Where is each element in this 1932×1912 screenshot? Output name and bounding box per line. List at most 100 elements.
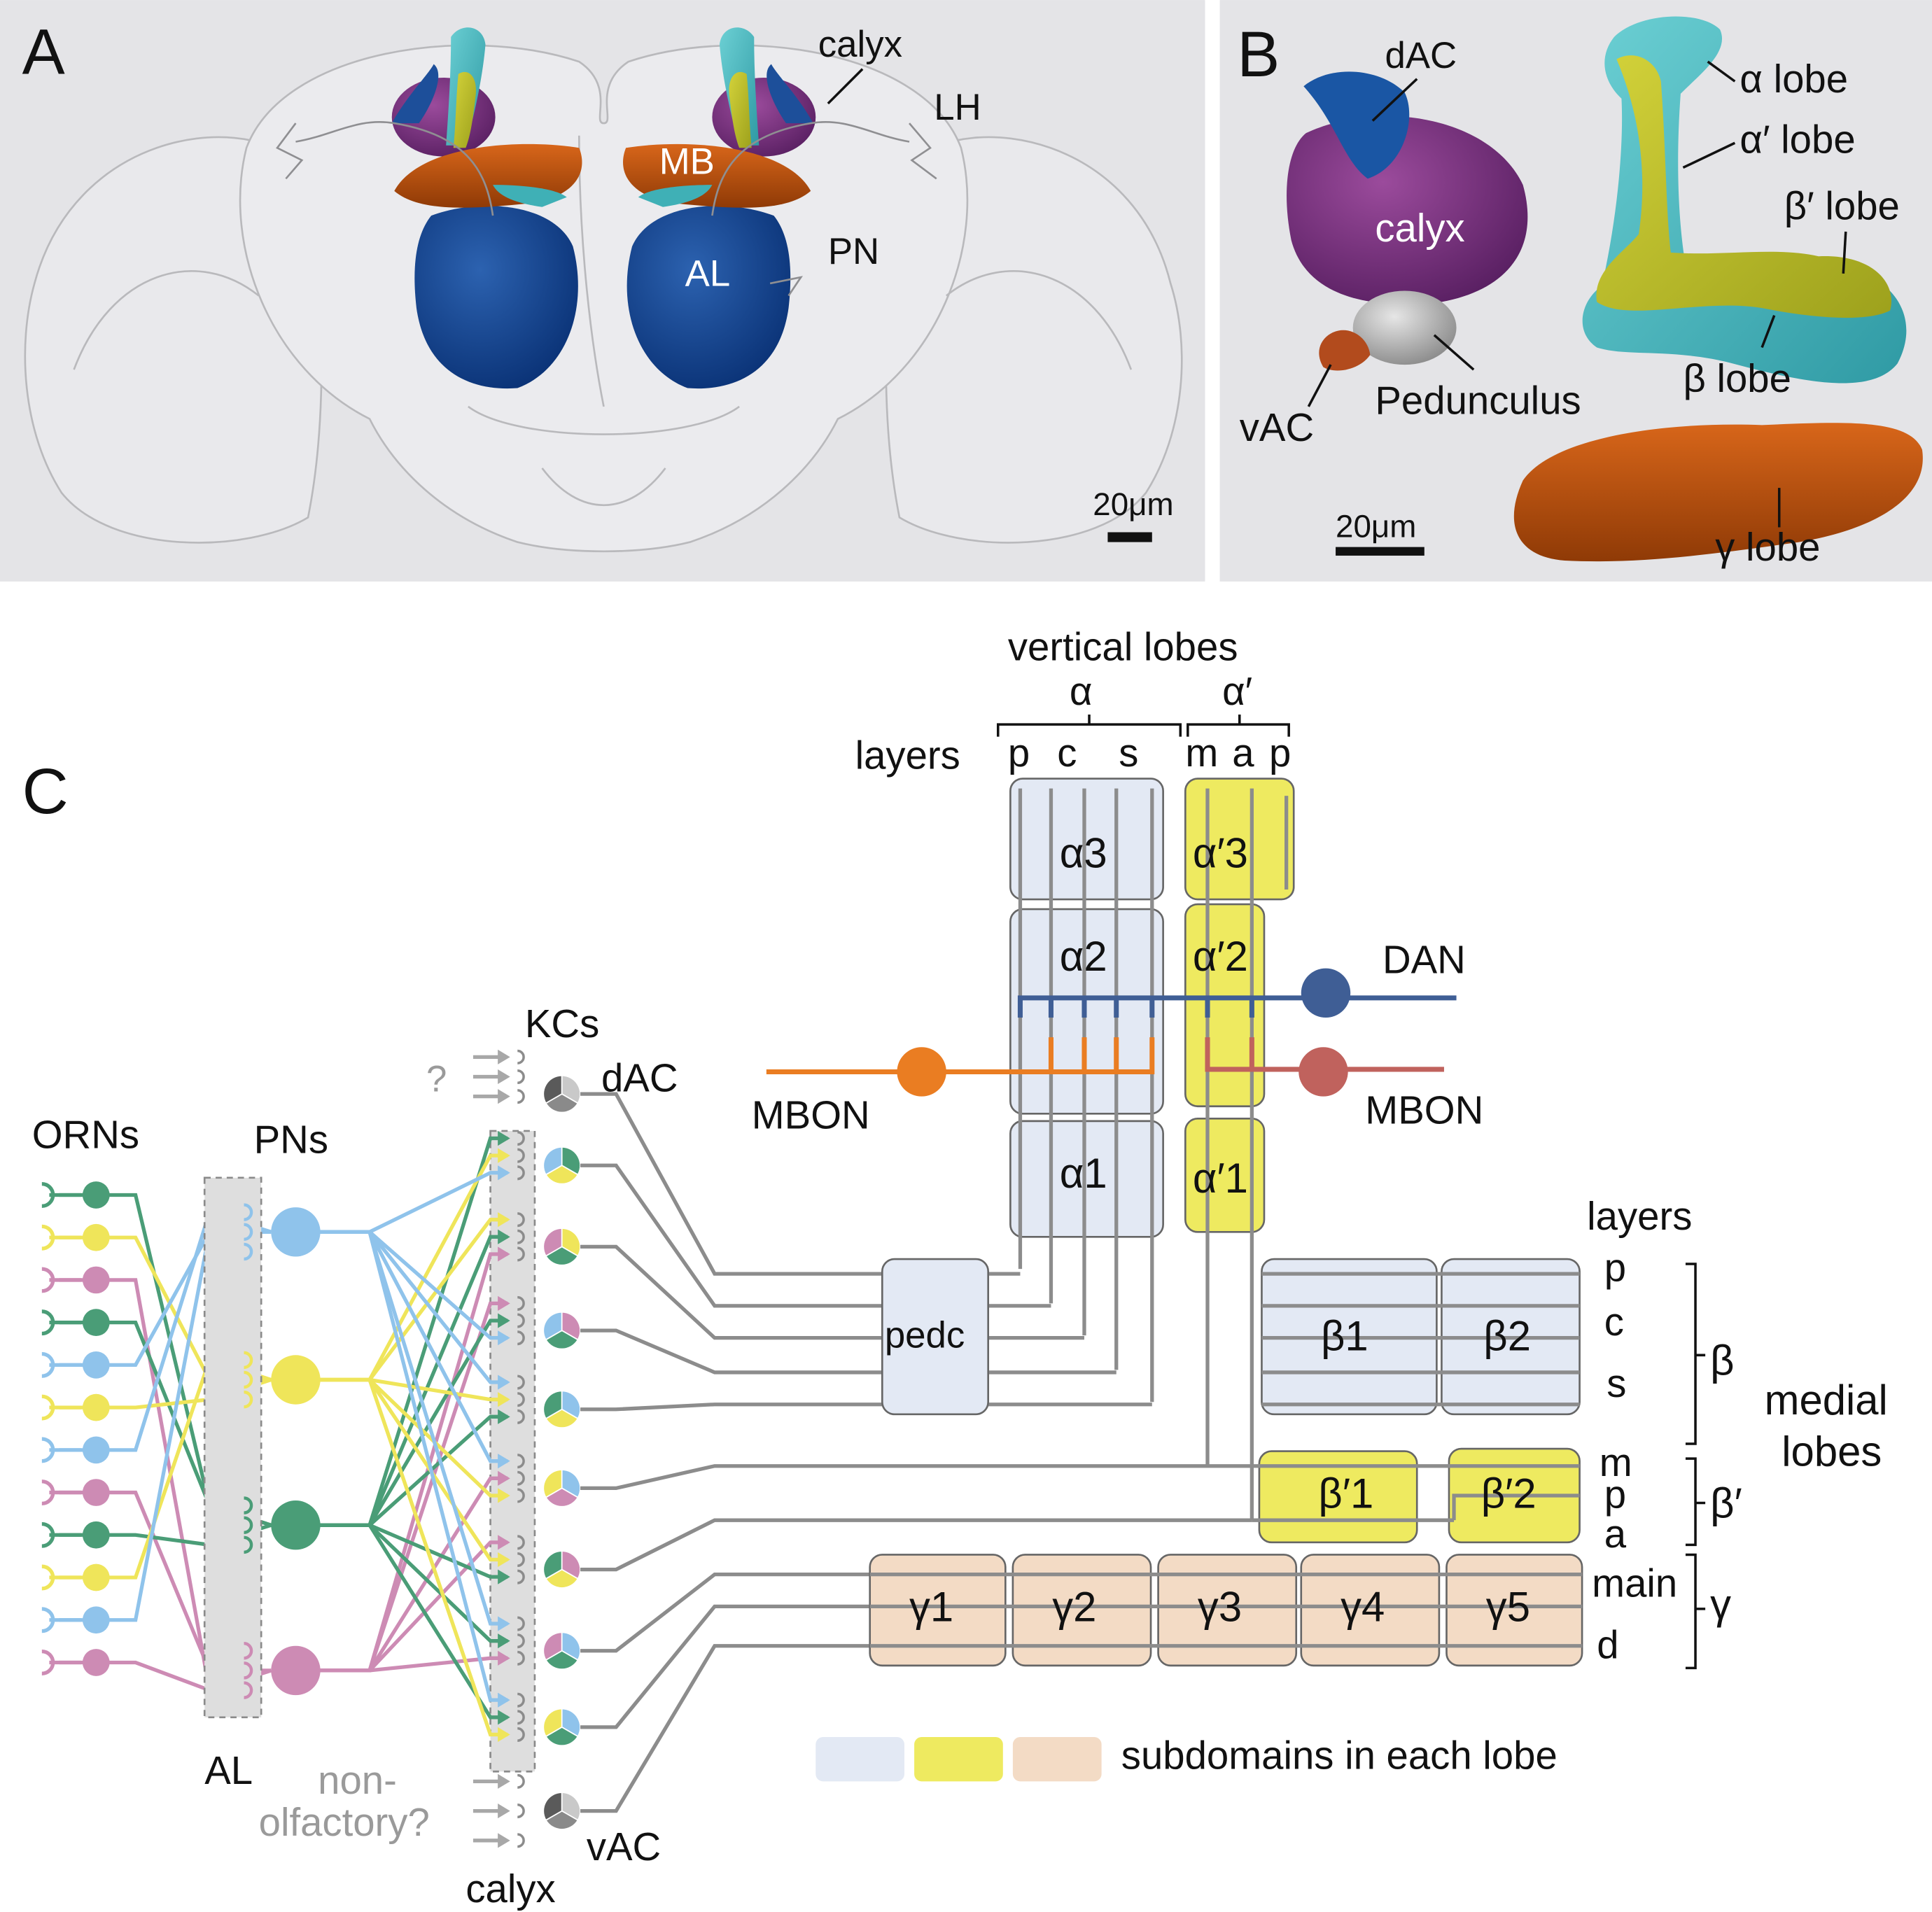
- pn-soma: [271, 1355, 321, 1405]
- kc-dendrite-icon: [517, 1650, 525, 1666]
- kc-soma-segment: [542, 1311, 563, 1341]
- alpha-layer-p: p: [1008, 731, 1030, 775]
- label-alpha2: α2: [1060, 933, 1107, 980]
- orn-soma: [82, 1393, 110, 1421]
- gamma-group-bracket: [1685, 1553, 1706, 1670]
- alphap-layer-a: a: [1232, 731, 1254, 775]
- arrow-icon: [498, 1246, 510, 1262]
- kc-axon: [580, 1092, 1021, 1276]
- label-pn: PN: [828, 231, 879, 272]
- mbon-left-label: MBON: [752, 1092, 870, 1137]
- label-alpha1: α1: [1060, 1150, 1107, 1197]
- kc-dendrite-icon: [517, 1148, 525, 1163]
- alphap-layer-p: p: [1269, 731, 1291, 775]
- kc-dendrite-icon: [517, 1295, 525, 1311]
- arrow-icon: [498, 1089, 510, 1104]
- label-alphap-lobe: α′ lobe: [1740, 117, 1855, 161]
- betap-group-label: β′: [1710, 1480, 1742, 1527]
- vertical-lobes-label: vertical lobes: [1008, 625, 1238, 669]
- kc-dendrite-icon: [517, 1313, 525, 1328]
- arrow-icon: [498, 1804, 510, 1819]
- kcs-label: KCs: [525, 1001, 599, 1046]
- pn-kc-wires: [318, 1130, 525, 1743]
- kc-axon: [580, 1244, 1084, 1340]
- kc-dendrite-icon: [517, 1130, 525, 1146]
- mbon-right-neuron: [1205, 1037, 1444, 1097]
- beta-group-bracket: [1685, 1263, 1706, 1445]
- orn-soma: [82, 1266, 110, 1294]
- non-olfactory-label-2: olfactory?: [259, 1800, 430, 1844]
- orn-soma: [82, 1436, 110, 1464]
- projection-neurons-3d: [276, 121, 937, 297]
- kc-dendrite-icon: [517, 1375, 525, 1390]
- arrow-icon: [498, 1727, 510, 1743]
- label-beta2: β2: [1483, 1312, 1531, 1359]
- calyx-3d: [1287, 71, 1528, 371]
- kc-dendrite-icon: [517, 1804, 525, 1819]
- leader-dac-b: [1371, 78, 1418, 122]
- kc-soma-segment: [545, 1650, 579, 1670]
- gamma-group-label: γ: [1710, 1581, 1731, 1628]
- pn-dendrite-icon: [244, 1370, 253, 1389]
- arrow-icon: [498, 1710, 510, 1725]
- legend: subdomains in each lobe: [816, 1734, 1558, 1782]
- box-gamma2: [1011, 1554, 1152, 1667]
- orn-soma: [82, 1479, 110, 1506]
- arrow-icon: [498, 1552, 510, 1568]
- kc-dendrite-icon: [517, 1552, 525, 1568]
- pn-dendrite-icon: [244, 1535, 253, 1554]
- pn-dendrite-icon: [244, 1496, 253, 1514]
- box-gamma4: [1300, 1554, 1441, 1667]
- kc-soma-segment: [542, 1469, 563, 1498]
- betap-layer-a: a: [1604, 1512, 1627, 1556]
- betap-layer-m: m: [1600, 1440, 1632, 1484]
- leader-calyx-a: [827, 68, 864, 105]
- beta-layer-s: s: [1606, 1361, 1626, 1405]
- alpha-prime-heading: α′: [1222, 669, 1252, 713]
- mbon-right-label: MBON: [1365, 1088, 1483, 1132]
- leader-betap-lobe: [1842, 231, 1847, 274]
- al-box: [203, 1176, 262, 1719]
- orn-soma: [82, 1563, 110, 1591]
- arrow-icon: [498, 1069, 510, 1085]
- arrow-icon: [498, 1470, 510, 1486]
- kc-dendrite-icon: [517, 1488, 525, 1503]
- kc-dendrite-icon: [517, 1069, 525, 1085]
- pn-nodes: [244, 1203, 321, 1699]
- label-gamma1: γ1: [909, 1584, 953, 1631]
- kc-dendrite-icon: [517, 1246, 525, 1262]
- pn-kc-axon: [318, 1377, 508, 1562]
- kc-dendrite-icon: [517, 1692, 525, 1708]
- box-gamma5: [1446, 1554, 1583, 1667]
- scale-label-b: 20μm: [1336, 509, 1416, 544]
- label-alphap2: α′2: [1193, 933, 1248, 980]
- al-label-c: AL: [204, 1748, 253, 1792]
- kc-dendrite-icon: [517, 1165, 525, 1181]
- leader-pedunculus: [1433, 334, 1475, 371]
- label-gamma2: γ2: [1052, 1584, 1096, 1631]
- antennal-lobes-3d: [414, 206, 791, 389]
- leader-alphap-lobe: [1682, 141, 1736, 169]
- panel-a: A calyx LH MB AL PN 20μm: [0, 0, 1205, 582]
- box-alpha1: [1009, 1120, 1164, 1238]
- legend-swatch-alphaprime: [914, 1736, 1003, 1782]
- mbon-left-neuron: [766, 1037, 1155, 1097]
- label-alpha-lobe: α lobe: [1740, 57, 1848, 101]
- kc-axon: [580, 1604, 870, 1729]
- medial-label-1: medial: [1765, 1377, 1888, 1424]
- kc-dendrite-icon: [517, 1633, 525, 1649]
- alpha-heading: α: [1070, 669, 1093, 713]
- layers-top-label: layers: [855, 733, 960, 777]
- pn-kc-axon: [318, 1171, 508, 1234]
- arrow-icon: [498, 1569, 510, 1584]
- label-pedunculus: Pedunculus: [1375, 379, 1581, 423]
- kc-soma-segment: [542, 1390, 563, 1420]
- leader-beta-lobe: [1760, 315, 1776, 349]
- pn-kc-axon: [318, 1523, 508, 1579]
- arrow-icon: [498, 1633, 510, 1649]
- kc-soma-segment: [542, 1550, 563, 1580]
- orn-nodes: [41, 1181, 110, 1676]
- arrow-icon: [498, 1330, 510, 1346]
- arrow-icon: [498, 1375, 510, 1390]
- arrow-icon: [498, 1650, 510, 1666]
